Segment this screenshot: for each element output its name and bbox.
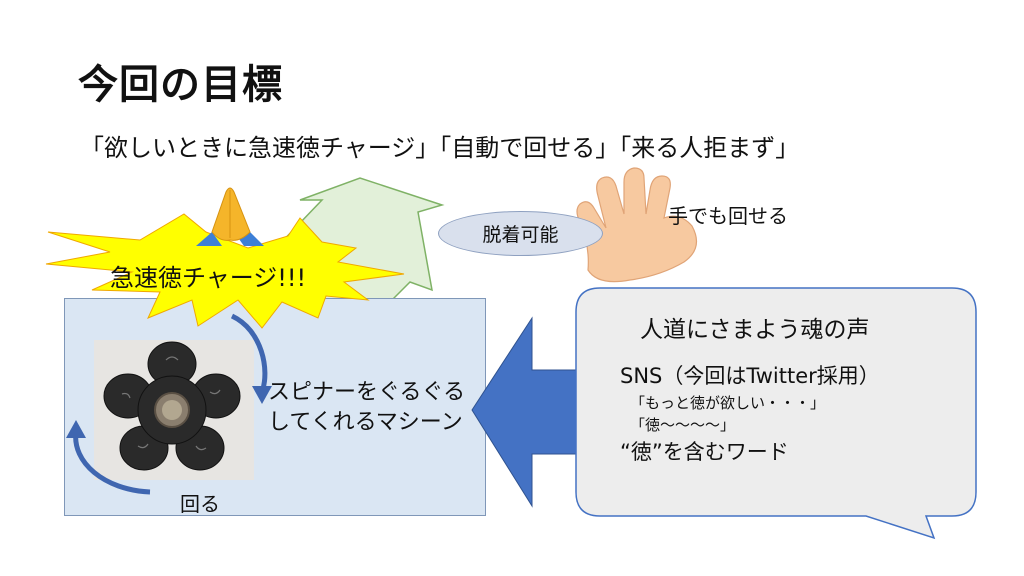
page-subtitle: 「欲しいときに急速徳チャージ」「自動で回せる」「来る人拒まず」 (80, 134, 800, 162)
machine-label: スピナーをぐるぐる してくれるマシーン (268, 378, 465, 438)
praying-hands-icon (196, 187, 264, 246)
bubble-sns-line: SNS（今回はTwitter採用） (620, 364, 880, 388)
machine-label-line1: スピナーをぐるぐる (268, 380, 466, 405)
speech-bubble (575, 287, 977, 540)
rotate-arrow-bottom (73, 431, 151, 495)
rotate-arrowhead-top (252, 386, 272, 404)
rotate-arrowhead-bottom (66, 420, 86, 438)
bubble-title: 人道にさまよう魂の声 (640, 317, 870, 343)
raised-hand-icon (576, 167, 698, 283)
detachable-ellipse: 脱着可能 (438, 211, 603, 256)
bubble-quote-2: 「徳～～～～」 (630, 416, 736, 434)
machine-label-line2: してくれるマシーン (268, 410, 463, 435)
page-title: 今回の目標 (78, 62, 283, 108)
detachable-label: 脱着可能 (482, 224, 559, 246)
charge-burst (45, 213, 405, 329)
rotate-label: 回る (180, 492, 220, 516)
bubble-word-line: “徳”を含むワード (620, 440, 789, 464)
rotate-arrow-top (230, 313, 268, 393)
big-blue-arrow (471, 316, 583, 508)
hand-turn-label: 手でも回せる (668, 204, 788, 228)
charge-burst-label: 急速徳チャージ!!! (110, 264, 307, 292)
bubble-quote-1: 「もっと徳が欲しい・・・」 (630, 394, 826, 412)
spinner-photo (94, 340, 254, 480)
